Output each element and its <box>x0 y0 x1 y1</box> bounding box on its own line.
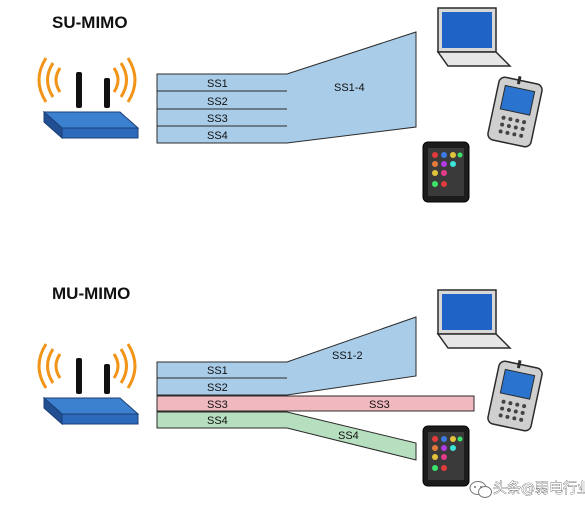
wifi-router-icon <box>37 342 140 426</box>
mu-stream-4-label: SS4 <box>207 415 228 427</box>
wifi-router-icon <box>37 56 140 140</box>
mu-mimo-section: MU-MIMO SS1 SS2 SS3 SS4 SS1-2 SS3 SS4 <box>37 284 544 487</box>
mu-phone-branch-label: SS4 <box>338 430 359 442</box>
mu-stream-1-label: SS1 <box>207 365 228 377</box>
laptop-icon <box>437 7 511 67</box>
laptop-icon <box>437 289 511 349</box>
su-stream-2-label: SS2 <box>207 96 228 108</box>
su-stream-1-label: SS1 <box>207 78 228 90</box>
mu-stream-2-label: SS2 <box>207 382 228 394</box>
pda-phone-icon <box>486 73 544 149</box>
watermark-text: 头条@弱电行业网 <box>493 480 585 497</box>
mu-beam-laptop <box>156 316 417 396</box>
pda-phone-icon <box>486 357 544 433</box>
su-mimo-merged-beam <box>156 31 417 144</box>
mu-beam-phone <box>156 411 417 461</box>
su-mimo-title: SU-MIMO <box>52 13 128 32</box>
smartphone-icon <box>422 425 470 487</box>
smartphone-icon <box>422 141 470 203</box>
su-merged-label: SS1-4 <box>334 82 365 94</box>
watermark: 头条@弱电行业网 <box>469 480 585 498</box>
wechat-icon <box>469 481 492 498</box>
mu-stream-3-label: SS3 <box>207 399 228 411</box>
mu-pda-branch-label: SS3 <box>369 399 390 411</box>
su-stream-3-label: SS3 <box>207 113 228 125</box>
su-stream-4-label: SS4 <box>207 130 228 142</box>
su-mimo-section: SU-MIMO SS1 SS2 SS3 SS4 SS1-4 <box>37 7 544 203</box>
mu-beam-pda <box>156 395 475 412</box>
mu-mimo-title: MU-MIMO <box>52 284 130 303</box>
mu-laptop-branch-label: SS1-2 <box>332 350 363 362</box>
